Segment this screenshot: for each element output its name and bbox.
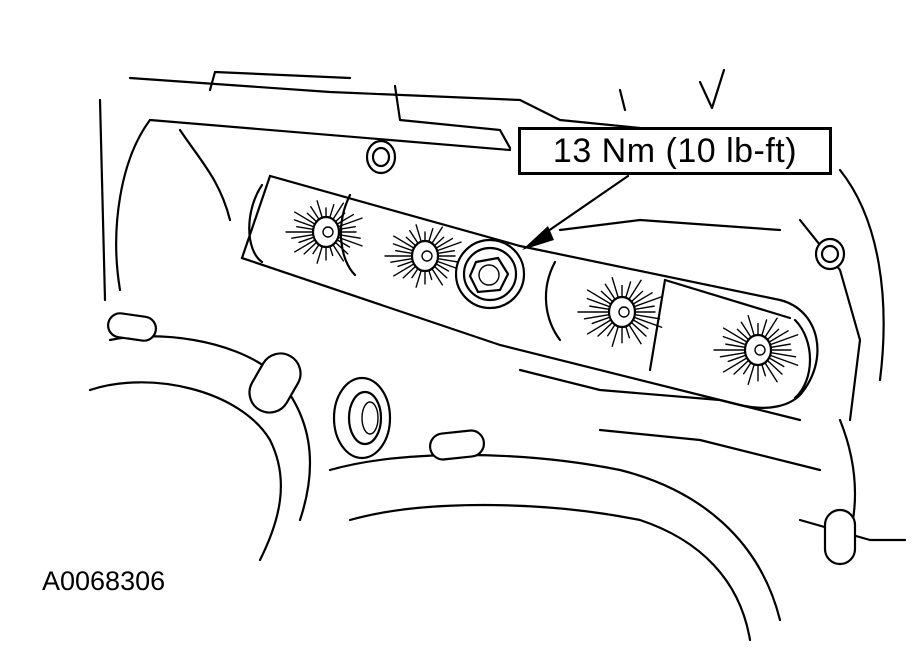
callout-leader-arrow	[522, 174, 630, 250]
head-bolt-boss-right	[814, 237, 846, 271]
valve-assembly-3	[577, 276, 663, 348]
oil-passage-slot-left	[107, 312, 157, 342]
torque-spec-label: 13 Nm (10 lb-ft)	[552, 131, 798, 170]
torque-spec-callout: 13 Nm (10 lb-ft)	[518, 127, 832, 175]
figure-id-label: A0068306	[42, 566, 166, 596]
valve-assembly-1	[285, 200, 363, 264]
oil-passage-slot-center	[428, 429, 486, 461]
coolant-port-right	[823, 508, 857, 566]
coolant-port-slot	[248, 352, 302, 414]
head-bolt-boss-left	[365, 139, 397, 175]
valve-assembly-2	[384, 224, 462, 288]
cylinder-head-outline	[98, 68, 885, 422]
bearing-cap-bolt	[454, 238, 526, 310]
coolant-port-round	[332, 376, 392, 460]
valve-assembly-4	[713, 314, 799, 386]
camshaft-bearing-cap	[240, 174, 819, 409]
